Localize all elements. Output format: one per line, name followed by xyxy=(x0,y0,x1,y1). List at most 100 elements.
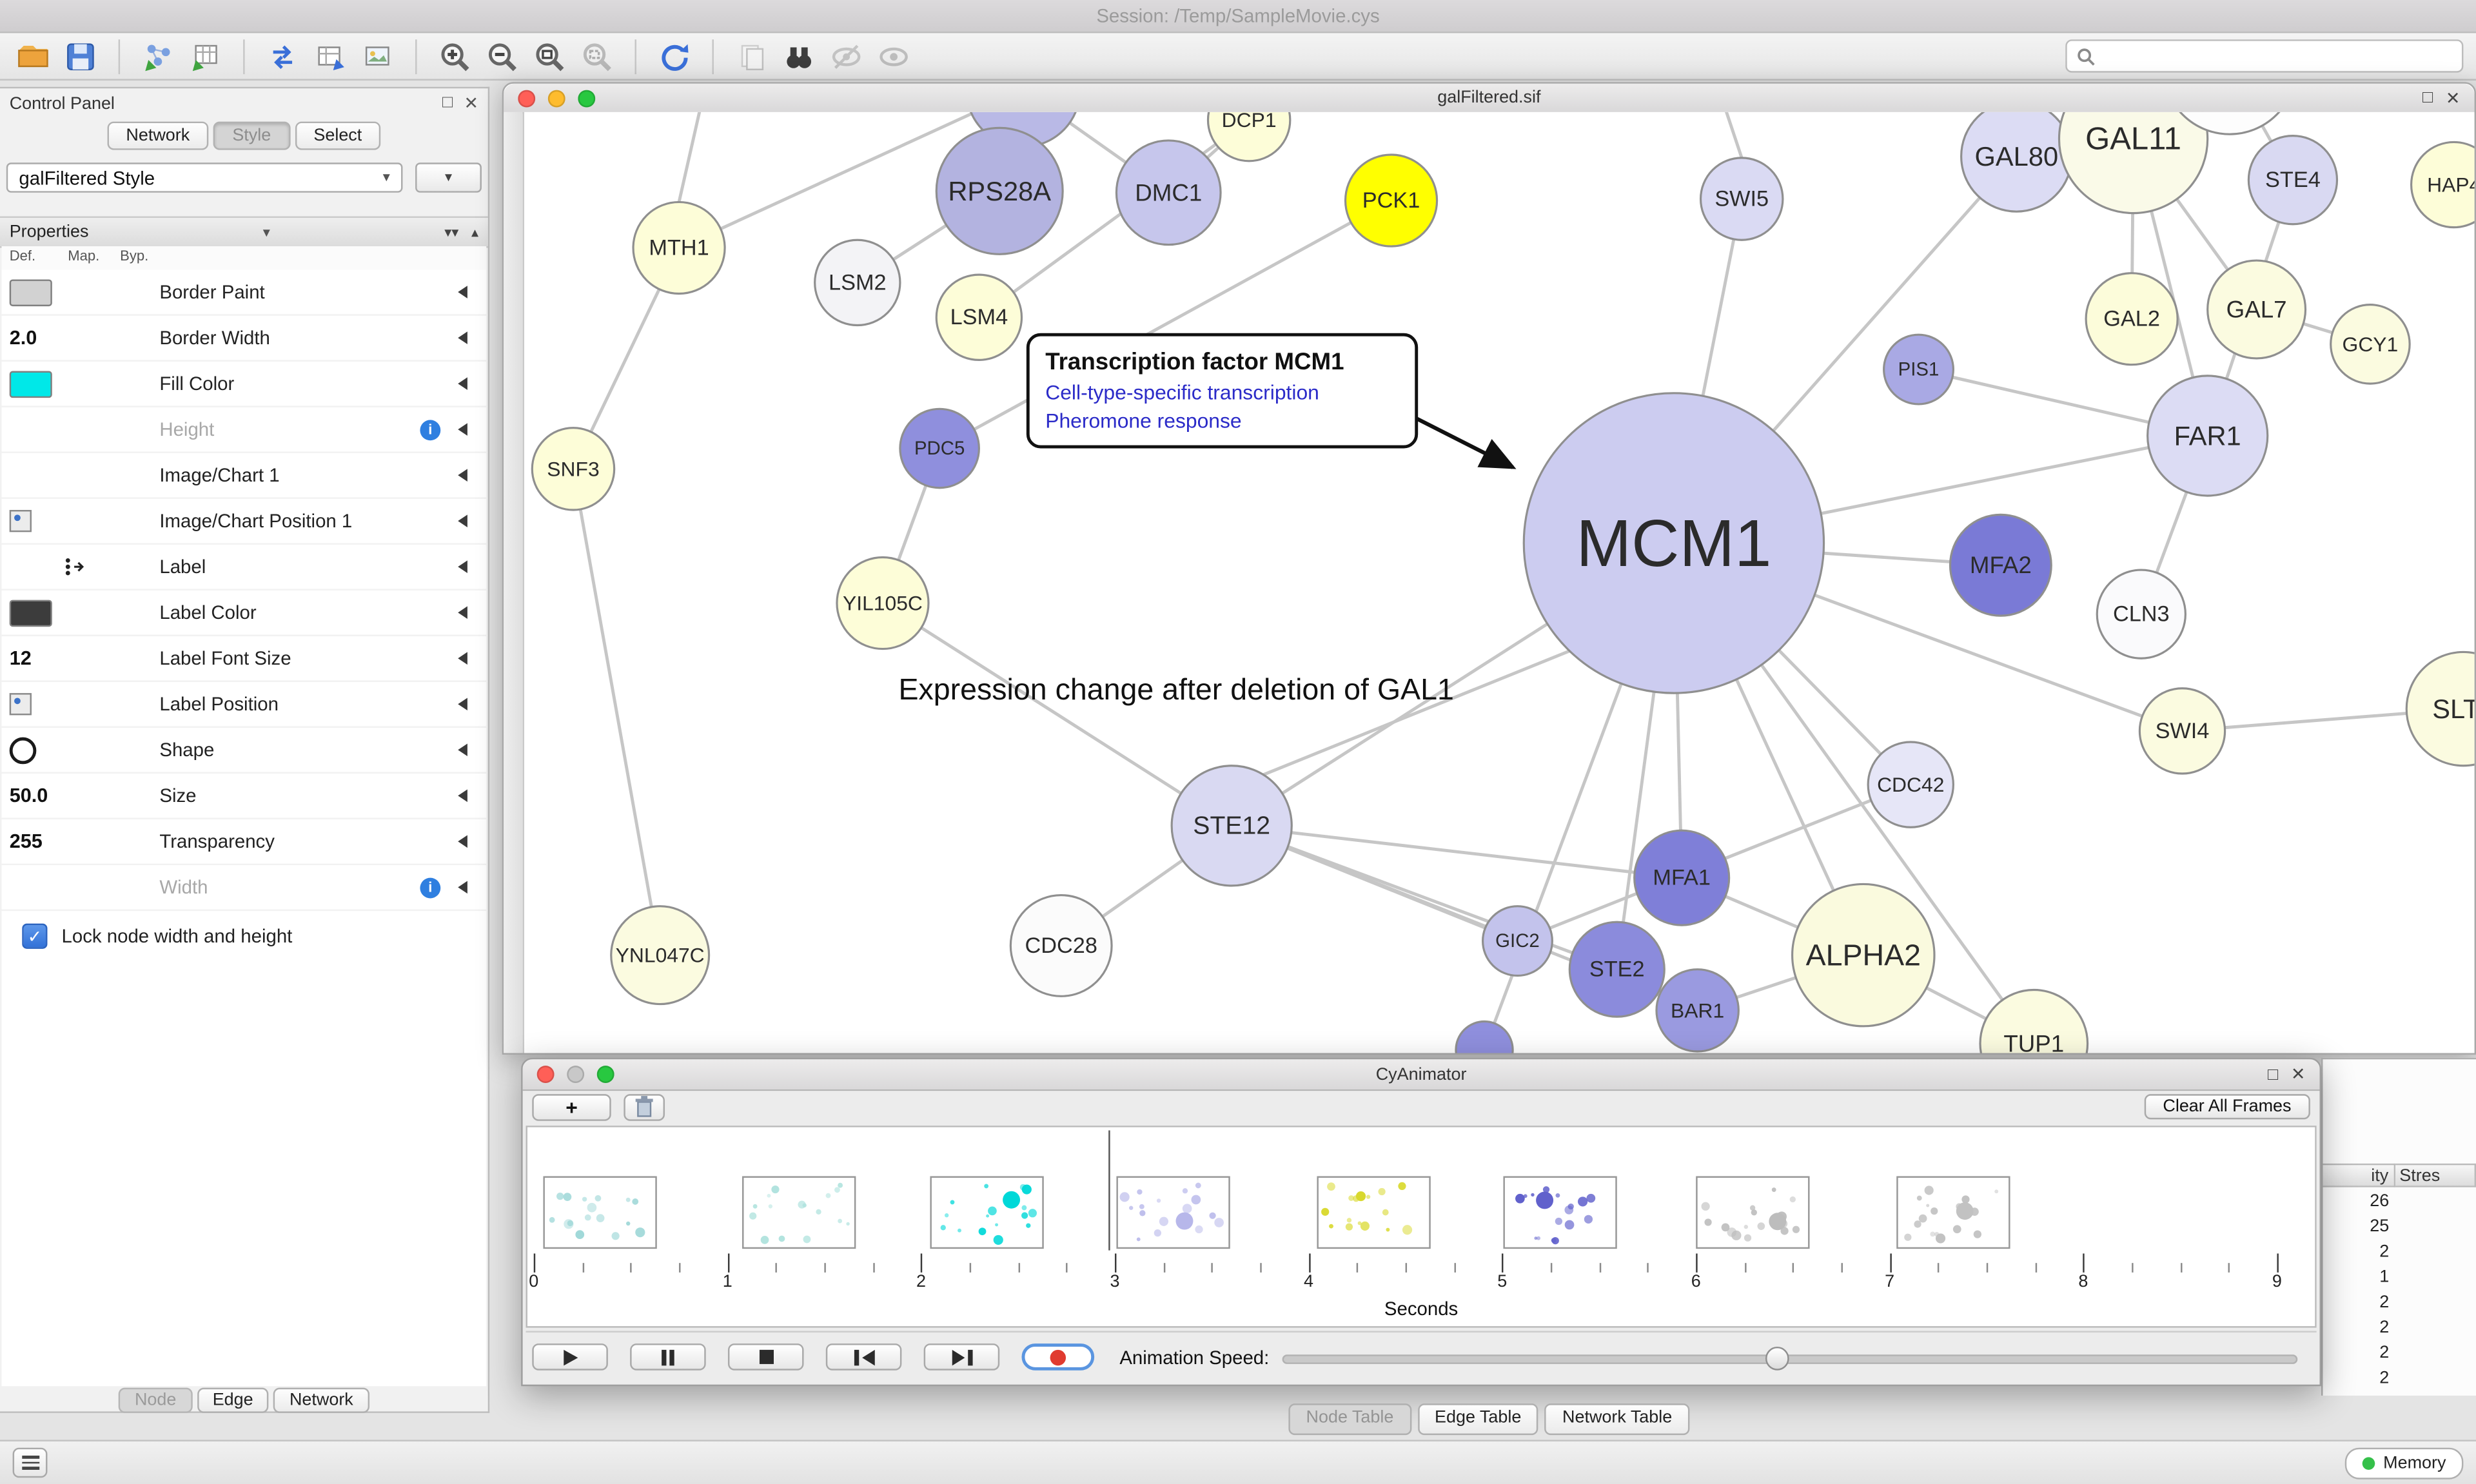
expand-arrow-icon[interactable] xyxy=(458,835,467,848)
network-vertical-scrollbar[interactable] xyxy=(504,112,525,1053)
default-value[interactable]: 50.0 xyxy=(9,785,48,807)
expand-arrow-icon[interactable] xyxy=(458,560,467,573)
tab-network-table[interactable]: Network Table xyxy=(1545,1403,1690,1436)
network-node-HAP4[interactable] xyxy=(2410,141,2475,229)
frame-thumbnail-4[interactable] xyxy=(1116,1176,1230,1249)
export-network-button[interactable] xyxy=(262,35,304,77)
network-edge[interactable] xyxy=(1705,112,1744,159)
annotation-link[interactable]: Cell-type-specific transcription xyxy=(1045,380,1319,404)
network-node-CDC42[interactable] xyxy=(1867,741,1954,828)
tab-select[interactable]: Select xyxy=(295,121,381,150)
show-details-button[interactable] xyxy=(873,35,914,77)
lock-size-checkbox[interactable] xyxy=(22,923,48,949)
tab-edge[interactable]: Edge xyxy=(197,1387,270,1413)
frame-thumbnail-1[interactable] xyxy=(543,1176,657,1249)
info-icon[interactable]: i xyxy=(420,877,441,898)
network-node-CLN3[interactable] xyxy=(2096,569,2186,659)
expand-arrow-icon[interactable] xyxy=(458,469,467,482)
property-row-label[interactable]: Label xyxy=(1,545,487,591)
network-node-GCY1[interactable] xyxy=(2330,304,2411,385)
search-network-button[interactable] xyxy=(778,35,820,77)
expand-arrow-icon[interactable] xyxy=(458,331,467,344)
network-node-LSM4[interactable] xyxy=(935,273,1023,361)
network-node-DMC1[interactable] xyxy=(1115,139,1222,246)
network-edge[interactable] xyxy=(978,119,1250,319)
frame-thumbnail-6[interactable] xyxy=(1503,1176,1617,1249)
clear-all-frames-button[interactable]: Clear All Frames xyxy=(2143,1094,2310,1120)
import-table-button[interactable] xyxy=(185,35,226,77)
memory-button[interactable]: Memory xyxy=(2345,1447,2464,1479)
delete-frame-button[interactable] xyxy=(624,1093,665,1120)
record-button[interactable] xyxy=(1021,1343,1095,1371)
task-history-button[interactable] xyxy=(12,1447,48,1478)
network-node-MFA2[interactable] xyxy=(1949,513,2052,617)
property-row-border-paint[interactable]: Border Paint xyxy=(1,270,487,316)
property-row-image-chart-1[interactable]: Image/Chart 1 xyxy=(1,453,487,499)
property-row-fill-color[interactable]: Fill Color xyxy=(1,362,487,407)
minimize-traffic-light[interactable] xyxy=(547,89,565,107)
expand-arrow-icon[interactable] xyxy=(458,743,467,757)
network-node-SWI5[interactable] xyxy=(1699,157,1784,241)
network-node-STE4[interactable] xyxy=(2247,135,2339,226)
network-node-YIL105C[interactable] xyxy=(836,556,930,650)
tab-edge-table[interactable]: Edge Table xyxy=(1417,1403,1539,1436)
network-edge[interactable] xyxy=(1242,631,1615,785)
property-row-image-chart-position-1[interactable]: Image/Chart Position 1 xyxy=(1,499,487,545)
shape-circle-icon[interactable] xyxy=(9,736,37,764)
float-panel-icon[interactable]: □ xyxy=(442,93,453,112)
network-node-CDC28[interactable] xyxy=(1009,893,1113,997)
close-icon[interactable]: ✕ xyxy=(2290,1066,2306,1085)
zoom-fit-button[interactable] xyxy=(529,35,570,77)
paste-button[interactable] xyxy=(731,35,772,77)
network-node-MFA1[interactable] xyxy=(1633,829,1731,926)
network-edge[interactable] xyxy=(678,112,1023,249)
zoom-in-button[interactable] xyxy=(434,35,475,77)
network-node-GAL11[interactable] xyxy=(2058,112,2209,215)
export-image-button[interactable] xyxy=(357,35,398,77)
network-node-PIS1[interactable] xyxy=(1883,333,1954,405)
network-node-DCP1[interactable] xyxy=(1206,112,1292,162)
global-search-box[interactable] xyxy=(2065,39,2464,73)
zoom-traffic-light[interactable] xyxy=(596,1066,614,1084)
network-canvas[interactable]: RPS28BRPS28ADMC1DCP1PCK1SWI5GAL80GAL11ST… xyxy=(524,112,2475,1053)
zoom-traffic-light[interactable] xyxy=(578,89,596,107)
default-value[interactable]: 2.0 xyxy=(9,326,37,349)
animation-speed-slider[interactable] xyxy=(1281,1343,2298,1371)
expand-arrow-icon[interactable] xyxy=(458,698,467,711)
network-node-SNF3[interactable] xyxy=(531,427,616,511)
expand-arrow-icon[interactable] xyxy=(458,881,467,894)
tab-style[interactable]: Style xyxy=(213,121,290,150)
network-node-RPS28A[interactable] xyxy=(935,126,1064,255)
style-options-button[interactable]: ▾ xyxy=(415,162,482,193)
expand-arrow-icon[interactable] xyxy=(458,789,467,803)
default-value[interactable]: 12 xyxy=(9,647,32,670)
tab-network[interactable]: Network xyxy=(273,1387,369,1413)
export-table-button[interactable] xyxy=(310,35,351,77)
network-node-MTH1[interactable] xyxy=(632,200,726,295)
info-icon[interactable]: i xyxy=(420,419,441,440)
zoom-out-button[interactable] xyxy=(482,35,523,77)
property-row-shape[interactable]: Shape xyxy=(1,728,487,774)
network-edge[interactable] xyxy=(677,112,714,203)
pause-button[interactable] xyxy=(630,1343,706,1371)
network-node-STE2[interactable] xyxy=(1568,921,1665,1018)
network-node-GIC2[interactable] xyxy=(1482,905,1553,977)
save-session-button[interactable] xyxy=(60,35,101,77)
properties-header[interactable]: Properties xyxy=(9,222,89,242)
network-node-FAR1[interactable] xyxy=(2147,375,2269,497)
tab-node-table[interactable]: Node Table xyxy=(1288,1403,1411,1436)
default-color-swatch[interactable] xyxy=(9,599,52,627)
collapse-all-icon[interactable]: ▾▾ xyxy=(444,223,459,240)
network-node-PCK1[interactable] xyxy=(1344,153,1439,248)
frame-thumbnail-5[interactable] xyxy=(1317,1176,1431,1249)
annotation-link[interactable]: Pheromone response xyxy=(1045,409,1242,433)
maximize-icon[interactable]: □ xyxy=(2422,88,2433,108)
network-node-YNL047C[interactable] xyxy=(610,905,711,1006)
